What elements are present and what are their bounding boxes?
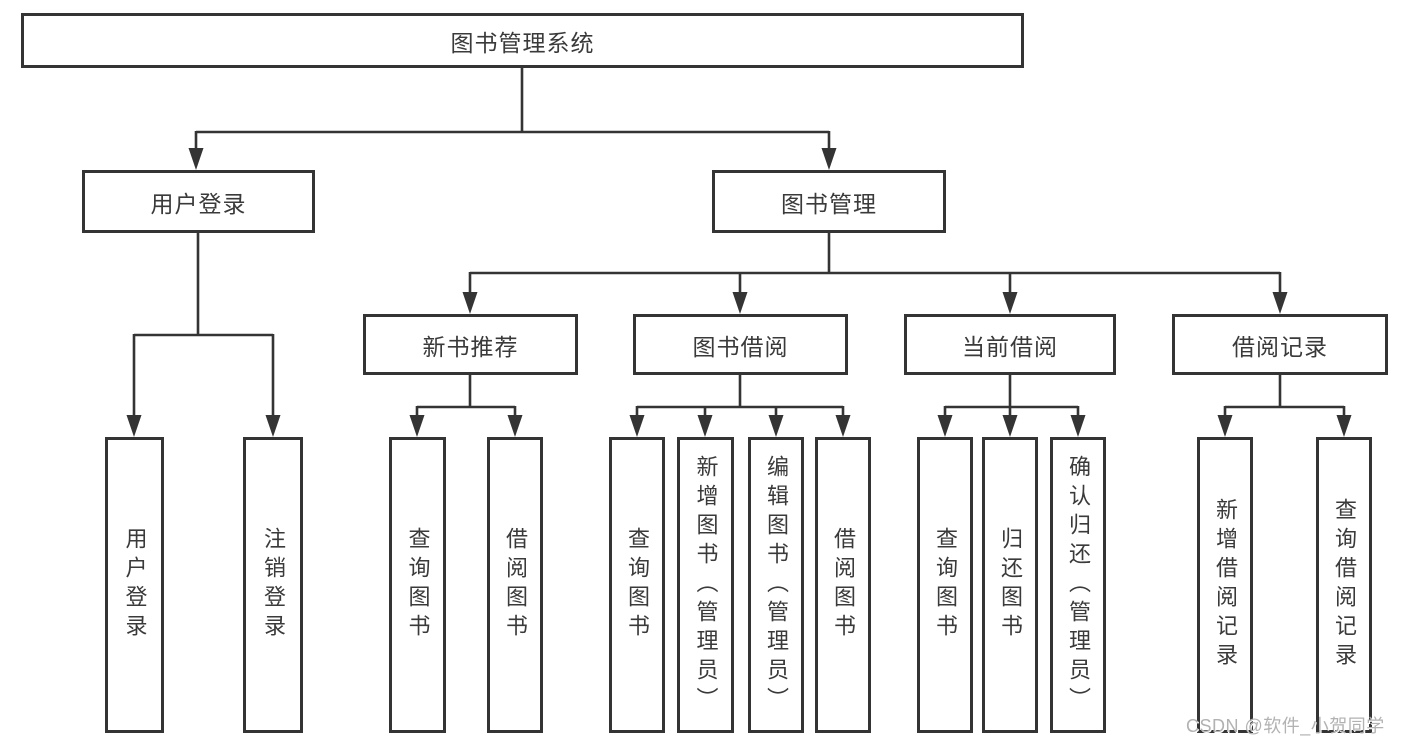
- leaf-nbr-query-book: 查询图书: [389, 437, 446, 733]
- leaf-br-add-record: 新增借阅记录: [1197, 437, 1253, 733]
- connector-bookmgmt-to-level3: [468, 233, 1282, 296]
- csdn-watermark: CSDN @软件_小贺同学: [1186, 716, 1385, 736]
- node-current-borrowing-label: 当前借阅: [962, 333, 1058, 360]
- connector-root-to-level2: [194, 68, 831, 151]
- node-book-management-label: 图书管理: [781, 190, 877, 217]
- leaf-nbr-borrow-book: 借阅图书: [487, 437, 543, 733]
- leaf-bb-borrow-book-label: 借阅图书: [831, 527, 856, 643]
- arrowheads: [126, 148, 1352, 437]
- node-book-borrowing: 图书借阅: [633, 314, 848, 375]
- leaf-nbr-borrow-book-label: 借阅图书: [503, 527, 528, 643]
- leaf-cb-confirm-return-admin-label: 确认归还（管理员）: [1066, 454, 1091, 716]
- leaf-bb-query-book-label: 查询图书: [625, 527, 650, 643]
- leaf-bb-edit-book-admin: 编辑图书（管理员）: [748, 437, 804, 733]
- leaf-bb-add-book-admin-label: 新增图书（管理员）: [693, 454, 719, 716]
- connector-newbookrec-to-leaves: [415, 375, 517, 418]
- leaf-user-login-label: 用户登录: [122, 527, 148, 643]
- leaf-nbr-query-book-label: 查询图书: [405, 527, 431, 643]
- node-root-library-system: 图书管理系统: [21, 13, 1024, 68]
- leaf-bb-borrow-book: 借阅图书: [815, 437, 871, 733]
- connector-currentborrow-to-leaves: [943, 375, 1080, 418]
- leaf-br-query-record: 查询借阅记录: [1316, 437, 1372, 733]
- node-new-book-recommend: 新书推荐: [363, 314, 578, 375]
- node-borrowing-records-label: 借阅记录: [1232, 333, 1328, 360]
- leaf-cb-query-book: 查询图书: [917, 437, 973, 733]
- leaf-cb-confirm-return-admin: 确认归还（管理员）: [1050, 437, 1106, 733]
- leaf-logout-label: 注销登录: [261, 527, 286, 643]
- leaf-br-query-record-label: 查询借阅记录: [1332, 498, 1357, 672]
- node-book-borrowing-label: 图书借阅: [692, 333, 789, 360]
- connector-bookborrow-to-leaves: [635, 375, 845, 418]
- leaf-br-add-record-label: 新增借阅记录: [1213, 498, 1238, 672]
- leaf-cb-return-book-label: 归还图书: [998, 527, 1023, 643]
- node-borrowing-records: 借阅记录: [1172, 314, 1388, 375]
- node-new-book-recommend-label: 新书推荐: [422, 333, 519, 360]
- connector-borrowrecords-to-leaves: [1223, 375, 1346, 418]
- leaf-bb-query-book: 查询图书: [609, 437, 665, 733]
- node-root-label: 图书管理系统: [450, 29, 595, 56]
- node-book-management: 图书管理: [712, 170, 946, 233]
- node-user-login-group: 用户登录: [82, 170, 315, 233]
- leaf-user-login: 用户登录: [105, 437, 164, 733]
- node-current-borrowing: 当前借阅: [904, 314, 1116, 375]
- leaf-cb-return-book: 归还图书: [982, 437, 1038, 733]
- leaf-bb-edit-book-admin-label: 编辑图书（管理员）: [764, 454, 789, 716]
- node-user-login-group-label: 用户登录: [150, 190, 247, 217]
- connector-userlogin-to-leaves: [132, 233, 275, 418]
- leaf-bb-add-book-admin: 新增图书（管理员）: [677, 437, 734, 733]
- leaf-logout: 注销登录: [243, 437, 303, 733]
- leaf-cb-query-book-label: 查询图书: [933, 527, 958, 643]
